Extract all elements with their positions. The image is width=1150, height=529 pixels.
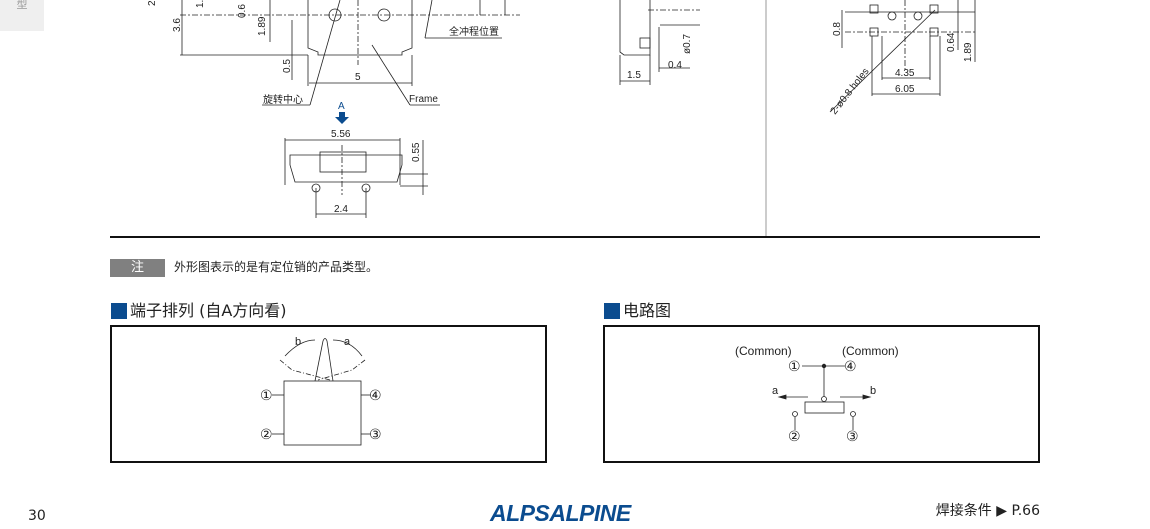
- page-number: 30: [28, 508, 46, 524]
- dim-label: 1.89: [963, 42, 974, 62]
- holes-label: 2-ø0.8 holes: [829, 66, 872, 117]
- section-marker-icon: [604, 303, 620, 319]
- direction-a-label: a: [772, 385, 779, 397]
- side-tab-label: 型: [16, 0, 28, 11]
- dim-label: 0.6: [237, 4, 248, 18]
- pcb-layout-drawing: [829, 0, 976, 113]
- dim-label: 3.6: [172, 18, 183, 32]
- view-a-label: A: [338, 101, 345, 112]
- terminal-2: ②: [788, 428, 801, 444]
- dim-label: 0.55: [411, 142, 422, 162]
- common-right-label: (Common): [842, 344, 899, 358]
- terminal-1: ①: [788, 358, 801, 374]
- dim-label: 6.05: [895, 84, 915, 95]
- terminal-4: ④: [369, 387, 382, 403]
- circuit-section-title-text: 电路图: [623, 301, 672, 320]
- terminal-3: ③: [846, 428, 859, 444]
- section-marker-icon: [111, 303, 127, 319]
- dim-label: 5: [355, 72, 361, 83]
- circuit-diagram: (Common) (Common) a b ① ④ ② ③: [735, 344, 899, 444]
- side-view-drawing: [619, 0, 700, 85]
- circuit-section-title: 电路图: [604, 302, 671, 320]
- alpsalpine-logo: ALPSALPINE: [490, 500, 631, 526]
- terminal-3: ③: [369, 426, 382, 442]
- terminal-layout-diagram: b a ① ② ④ ③: [260, 336, 382, 446]
- terminal-section-title-text: 端子排列 (自A方向看): [130, 301, 287, 320]
- full-stroke-label: 全冲程位置: [449, 25, 499, 38]
- terminal-section-title: 端子排列 (自A方向看): [111, 302, 287, 320]
- direction-a-label: a: [344, 336, 351, 348]
- dim-label: ø0.7: [682, 34, 693, 54]
- dim-label: 2.4: [334, 204, 348, 215]
- note-badge: 注: [110, 259, 165, 277]
- dim-label: 2: [147, 0, 158, 6]
- dim-label: 1.: [195, 0, 206, 8]
- direction-b-label: b: [295, 336, 301, 348]
- direction-b-label: b: [870, 385, 876, 397]
- soldering-conditions-link[interactable]: 焊接条件 ▶ P.66: [935, 503, 1040, 519]
- common-left-label: (Common): [735, 344, 792, 358]
- top-view-drawing: [180, 0, 520, 106]
- dim-label: 4.35: [895, 68, 915, 79]
- terminal-layout-box: [110, 325, 547, 463]
- dim-label: 0.64: [946, 32, 957, 52]
- terminal-2: ②: [260, 426, 273, 442]
- rotation-center-label: 旋转中心: [263, 93, 303, 106]
- dim-label: 1.5: [627, 70, 641, 81]
- dim-label: 0.4: [668, 60, 682, 71]
- frame-label: Frame: [409, 94, 438, 105]
- dim-label: 0.8: [832, 22, 843, 36]
- dim-label: 1.89: [257, 16, 268, 36]
- circuit-diagram-box: [603, 325, 1040, 463]
- note-text: 外形图表示的是有定位销的产品类型。: [174, 260, 379, 274]
- side-category-tab[interactable]: 型: [0, 0, 44, 31]
- dim-label: 5.56: [331, 129, 351, 140]
- view-a-arrow: [335, 112, 349, 124]
- front-view-drawing: [284, 138, 428, 218]
- terminal-4: ④: [844, 358, 857, 374]
- dim-label: 0.5: [282, 59, 293, 73]
- terminal-1: ①: [260, 387, 273, 403]
